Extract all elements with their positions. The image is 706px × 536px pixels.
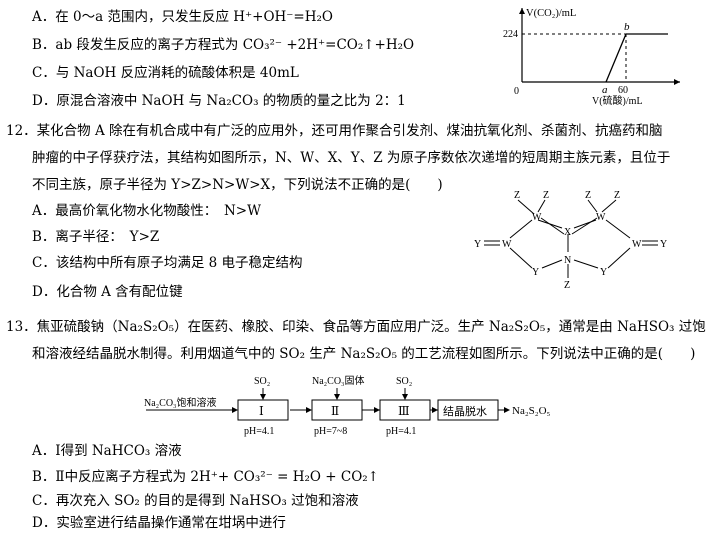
q12-atom-z1: Z <box>514 190 520 201</box>
q13-option-d: D．实验室进行结晶操作通常在坩埚中进行 <box>32 515 286 531</box>
q12-option-a: A．最高价氧化物水化物酸性： N>W <box>32 203 261 219</box>
q13-top2: Na₂CO₃固体 <box>312 375 365 387</box>
q11-point-b: b <box>624 21 630 33</box>
q13-ph3: pH=4.1 <box>386 426 416 437</box>
q11-xlabel: V(硫酸)/mL <box>592 94 643 107</box>
q12-atom-z5: Z <box>564 280 570 291</box>
q12-stem-line2: 肿瘤的中子俘获疗法，其结构如图所示，N、W、X、Y、Z 为原子序数依次递增的短周… <box>32 150 671 166</box>
q12-atom-y1: Y <box>474 239 481 250</box>
q13-option-b: B．Ⅱ中反应离子方程式为 2H⁺+ CO₃²⁻ = H₂O + CO₂↑ <box>32 469 379 485</box>
q12-atom-y3: Y <box>532 267 539 278</box>
q13-box3-label: Ⅲ <box>398 404 410 418</box>
q13-top1: SO₂ <box>254 376 270 387</box>
q13-box2-label: Ⅱ <box>331 404 339 418</box>
q12-atom-y4: Y <box>600 267 607 278</box>
q12-atom-w1: W <box>532 212 542 223</box>
q12-atom-z4: Z <box>614 190 620 201</box>
q11-xtick: 60 <box>618 85 628 96</box>
q11-ylabel: V(CO₂)/mL <box>526 8 576 19</box>
q13-box4-label: 结晶脱水 <box>443 404 487 418</box>
q13-option-a: A．Ⅰ得到 NaHCO₃ 溶液 <box>32 443 182 459</box>
q13-option-c: C．再次充入 SO₂ 的目的是得到 NaHSO₃ 过饱和溶液 <box>32 493 359 509</box>
q13-ph2: pH=7~8 <box>314 426 347 437</box>
q11-origin: 0 <box>514 86 519 97</box>
q12-stem-line3: 不同主族，原子半径为 Y>Z>N>W>X，下列说法不正确的是( ) <box>32 177 443 193</box>
q13-flow-input: Na₂CO₃饱和溶液 <box>144 396 217 409</box>
q12-atom-z2: Z <box>543 190 549 201</box>
q11-option-c: C．与 NaOH 反应消耗的硫酸体积是 40mL <box>32 65 299 81</box>
q12-atom-n: N <box>564 255 571 266</box>
q13-stem-line2: 和溶液经结晶脱水制得。利用烟道气中的 SO₂ 生产 Na₂S₂O₅ 的工艺流程如… <box>32 346 696 362</box>
q12-atom-z3: Z <box>585 190 591 201</box>
q12-option-b: B．离子半径： Y>Z <box>32 229 160 245</box>
q13-stem-line1: 13．焦亚硫酸钠（Na₂S₂O₅）在医药、橡胶、印染、食品等方面应用广泛。生产 … <box>6 319 706 335</box>
q12-atom-x: X <box>564 227 572 238</box>
q12-option-d: D．化合物 A 含有配位键 <box>32 284 183 300</box>
q11-point-a: a <box>602 84 608 96</box>
q12-atom-w2: W <box>596 212 606 223</box>
q13-ph1: pH=4.1 <box>244 426 274 437</box>
q11-ytick: 224 <box>503 29 518 40</box>
q11-graph: V(CO₂)/mL 224 0 a b 60 V(硫酸)/mL <box>503 8 680 107</box>
q13-flow-output: Na₂S₂O₅ <box>512 405 551 417</box>
q13-top3: SO₂ <box>396 376 412 387</box>
q11-option-d: D．原混合溶液中 NaOH 与 Na₂CO₃ 的物质的量之比为 2：1 <box>32 93 406 109</box>
q11-option-b: B．ab 段发生反应的离子方程式为 CO₃²⁻ +2H⁺=CO₂↑+H₂O <box>32 37 415 53</box>
q12-atom-w4: W <box>632 239 642 250</box>
q13-flow-diagram: Na₂CO₃饱和溶液 Ⅰ Ⅱ Ⅲ 结晶脱水 Na₂S₂O₅ SO₂ Na₂CO₃… <box>144 375 551 437</box>
q12-stem-line1: 12．某化合物 A 除在有机合成中有广泛的应用外，还可用作聚合引发剂、煤油抗氧化… <box>6 123 663 139</box>
q12-structure: Z Z W Z Z W X Y W W Y N Y Y Z <box>474 190 667 291</box>
q12-atom-y2: Y <box>660 239 667 250</box>
q12-option-c: C．该结构中所有原子均满足 8 电子稳定结构 <box>32 255 303 271</box>
q11-segment-ab <box>605 33 627 83</box>
q12-atom-w3: W <box>502 239 512 250</box>
q13-box1-label: Ⅰ <box>259 404 264 418</box>
q11-option-a: A．在 0～a 范围内，只发生反应 H⁺+OH⁻=H₂O <box>32 9 334 25</box>
